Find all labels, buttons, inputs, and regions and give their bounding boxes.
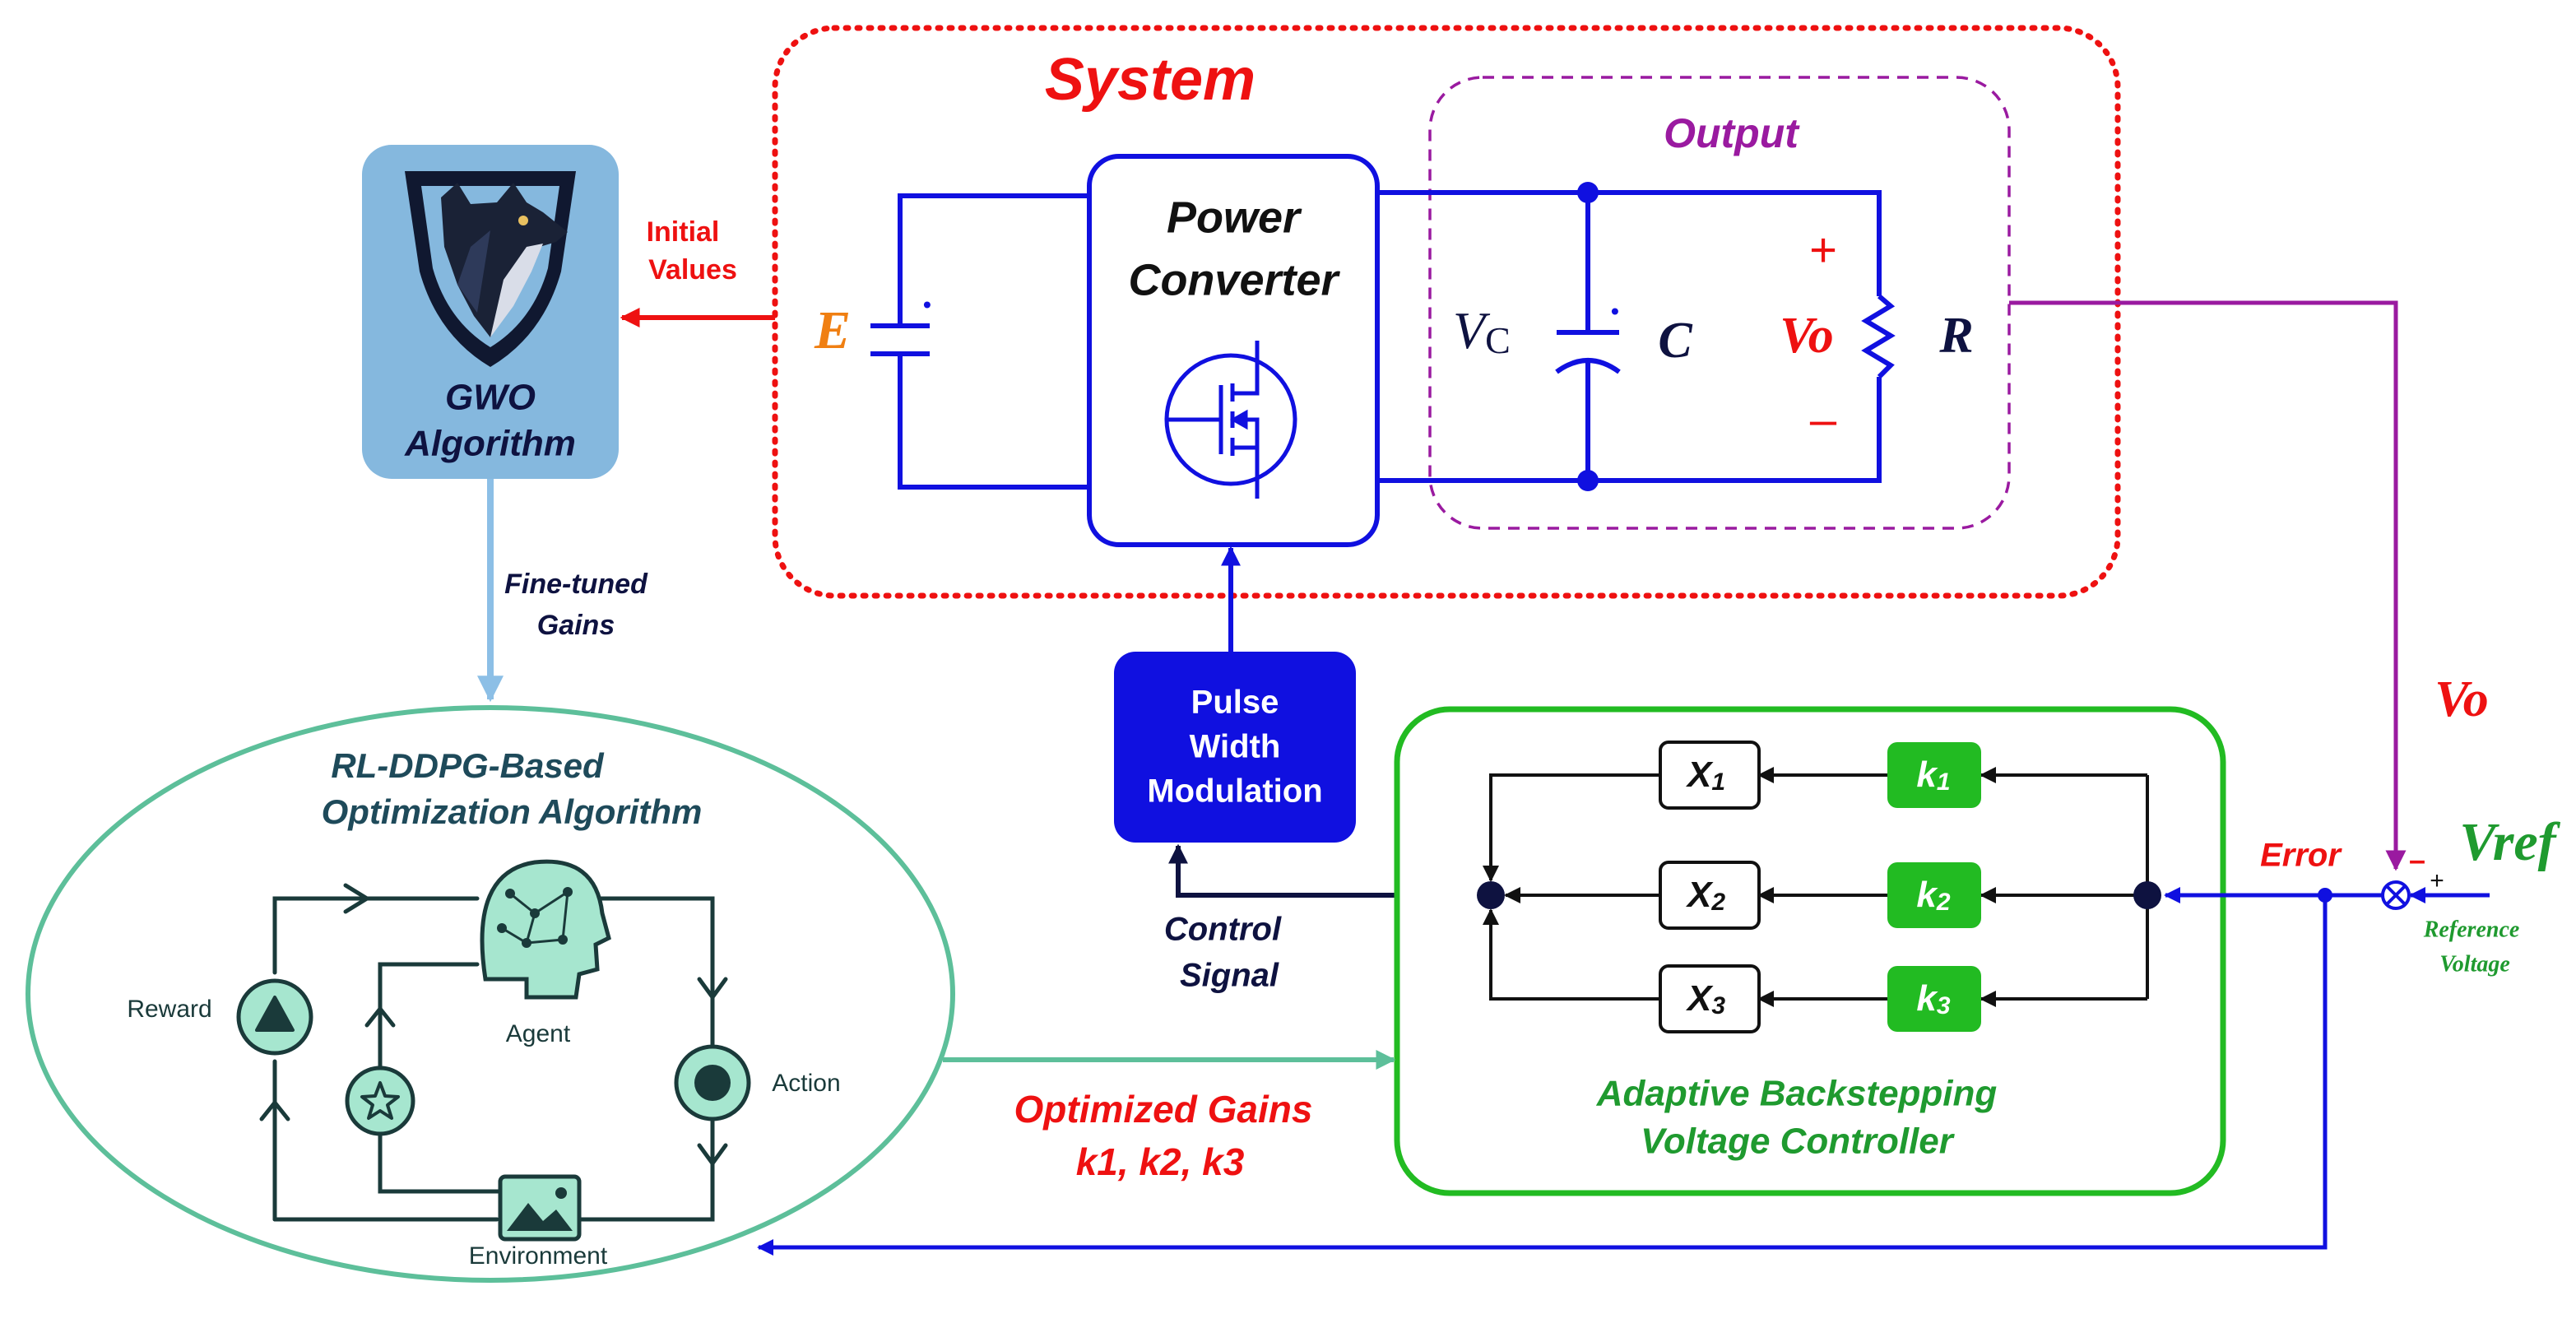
power-converter-box [1087, 154, 1380, 547]
gwo-block: GWO Algorithm [362, 145, 619, 479]
action-label: Action [772, 1070, 840, 1097]
vc-main: V [1453, 301, 1491, 360]
environment-image-icon [498, 1174, 582, 1242]
wolf-shield-icon [405, 171, 576, 367]
control-signal-line2: Signal [1180, 958, 1279, 994]
controller-frame [1394, 706, 2226, 1196]
svg-text:k3: k3 [1916, 978, 1950, 1019]
svg-text:X1: X1 [1685, 755, 1725, 796]
k-block-1-sub: 1 [1937, 768, 1951, 796]
k-block-2: k2 [1887, 862, 1981, 928]
reference-voltage-line1: Reference [2423, 917, 2520, 942]
control-signal-line1: Control [1164, 912, 1282, 948]
power-converter-line2: Converter [1128, 255, 1340, 304]
system-dotted-frame [772, 25, 2121, 599]
optimized-gains-line2: k1, k2, k3 [1076, 1140, 1245, 1183]
top-node-dot [1577, 182, 1599, 203]
k-block-3-sub: 3 [1937, 992, 1951, 1019]
sum-node [1477, 881, 1505, 909]
k-block-1-main: k [1916, 755, 1938, 795]
controller-title-line2: Voltage Controller [1641, 1121, 1956, 1162]
gwo-label-line2: Algorithm [404, 424, 576, 464]
capacitor-label: C [1658, 313, 1692, 369]
initial-values-line2: Values [648, 254, 737, 286]
summing-junction [2381, 880, 2411, 910]
pwm-line2: Width [1190, 729, 1281, 765]
agent-head-icon [480, 859, 611, 1000]
rl-title-line2: Optimization Algorithm [322, 792, 703, 831]
plus-sign: + [1809, 223, 1837, 276]
svg-text:k1: k1 [1916, 755, 1950, 796]
vc-subscript: C [1485, 319, 1511, 361]
reward-icon [236, 978, 313, 1056]
optimized-gains-line1: Optimized Gains [1014, 1088, 1313, 1131]
summing-plus-sign: + [2430, 867, 2444, 894]
k-block-2-main: k [1916, 875, 1938, 915]
controller-wiring [1483, 767, 2149, 1007]
vc-label: VC [1453, 301, 1511, 361]
x-block-1-sub: 1 [1711, 768, 1725, 796]
mosfet-icon [1164, 341, 1297, 499]
x-block-3-main: X [1685, 978, 1714, 1019]
k-block-2-sub: 2 [1936, 889, 1951, 916]
x-block-2-sub: 2 [1710, 889, 1725, 916]
rl-ddpg-block: RL-DDPG-Based Optimization Algorithm [26, 705, 955, 1283]
error-label: Error [2260, 838, 2342, 874]
k-block-1: k1 [1887, 742, 1981, 808]
rl-ddpg-ellipse [26, 705, 955, 1283]
x-block-2: X2 [1659, 861, 1761, 930]
capacitor-polarity-dot: • [1611, 298, 1619, 323]
vo-label: Vo [1780, 308, 1833, 364]
reward-label: Reward [127, 996, 211, 1023]
power-converter-line1: Power [1167, 193, 1302, 242]
source-polarity-dot: • [923, 291, 931, 317]
x-block-1: X1 [1659, 741, 1761, 810]
control-signal-line [1168, 843, 1488, 898]
initial-values-line1: Initial [647, 216, 720, 248]
x-block-2-main: X [1685, 875, 1714, 915]
svg-text:X3: X3 [1685, 978, 1725, 1019]
x-block-1-main: X [1685, 755, 1714, 795]
output-circuit [1377, 190, 1896, 483]
x-block-3-sub: 3 [1711, 992, 1725, 1019]
resistor-label: R [1938, 308, 1973, 364]
bottom-node-dot [1577, 470, 1599, 491]
pwm-line3: Modulation [1147, 773, 1322, 810]
error-feedback-to-rl [757, 895, 2328, 1256]
source-label: E [814, 300, 851, 360]
system-title: System [1045, 47, 1256, 113]
action-icon [674, 1044, 751, 1121]
k-block-3: k3 [1887, 966, 1981, 1032]
x-block-3: X3 [1659, 964, 1761, 1033]
reference-voltage-line2: Voltage [2439, 951, 2510, 977]
vo-feedback-label: Vo [2434, 671, 2488, 727]
environment-label: Environment [469, 1242, 608, 1270]
fine-tuned-line2: Gains [537, 610, 615, 641]
state-star-icon [345, 1066, 415, 1136]
k-block-3-main: k [1916, 978, 1938, 1019]
output-dashed-frame [1428, 76, 2011, 530]
controller-block: X1 X2 X3 k1 k2 k3 Adaptive Backstepping … [1394, 706, 2226, 1196]
vo-feedback-line [2009, 300, 2407, 871]
vref-label: Vref [2459, 812, 2560, 872]
pwm-line1: Pulse [1191, 685, 1279, 721]
output-title: Output [1664, 110, 1800, 156]
rl-title-line1: RL-DDPG-Based [331, 746, 605, 785]
svg-text:k2: k2 [1916, 875, 1950, 916]
system-block: System Output • E Power Converter [772, 25, 2121, 599]
gwo-label-line1: GWO [445, 378, 536, 418]
svg-text:X2: X2 [1685, 875, 1725, 916]
agent-label: Agent [506, 1020, 571, 1047]
minus-sign: – [1810, 392, 1837, 446]
split-node [2133, 881, 2161, 909]
rl-loop-lines [259, 883, 728, 1222]
controller-title-line1: Adaptive Backstepping [1596, 1074, 1998, 1114]
pwm-box [1114, 652, 1356, 843]
summing-minus-sign: – [2409, 843, 2425, 877]
fine-tuned-line1: Fine-tuned [504, 569, 648, 600]
source-circuit [870, 193, 1089, 490]
